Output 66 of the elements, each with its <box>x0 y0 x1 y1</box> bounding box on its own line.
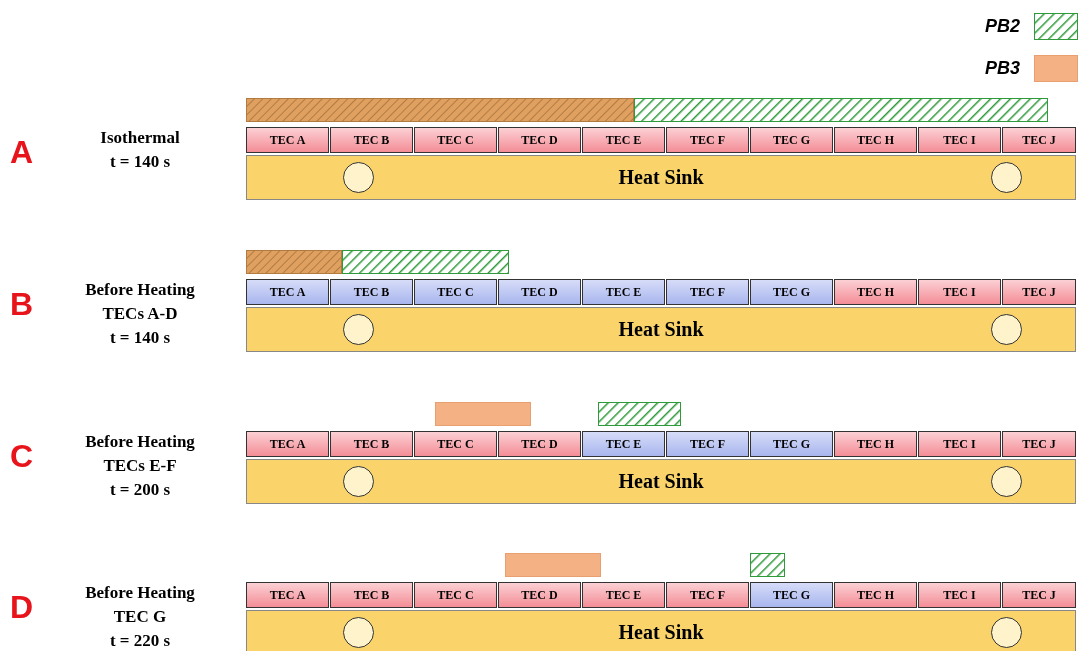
tec-module: TEC I <box>918 127 1001 153</box>
tec-module: TEC F <box>666 431 749 457</box>
tec-module: TEC H <box>834 582 917 608</box>
tec-module: TEC B <box>330 279 413 305</box>
tec-module: TEC D <box>498 582 581 608</box>
tec-module: TEC H <box>834 127 917 153</box>
tec-module: TEC A <box>246 431 329 457</box>
legend-label: PB3 <box>985 58 1020 79</box>
heat-sink <box>246 155 1076 200</box>
panel-letter: B <box>10 286 34 323</box>
tec-module: TEC E <box>582 127 665 153</box>
tec-module: TEC G <box>750 431 833 457</box>
tec-module: TEC E <box>582 279 665 305</box>
panel-letter: C <box>10 438 34 475</box>
panel-letter: D <box>10 589 34 626</box>
panel-description: Before Heating TECs E-F t = 200 s <box>84 431 196 501</box>
tec-module: TEC A <box>246 279 329 305</box>
tec-module: TEC C <box>414 279 497 305</box>
tec-module: TEC H <box>834 279 917 305</box>
heat-block-bar <box>246 98 634 122</box>
tec-module: TEC F <box>666 279 749 305</box>
tec-module: TEC J <box>1002 582 1076 608</box>
tec-module: TEC I <box>918 431 1001 457</box>
tec-module: TEC E <box>582 582 665 608</box>
tec-module: TEC C <box>414 431 497 457</box>
panel-description: Before Heating TEC G t = 220 s <box>84 582 196 651</box>
tec-module: TEC I <box>918 279 1001 305</box>
heat-block-bar <box>435 402 531 426</box>
tec-module: TEC F <box>666 127 749 153</box>
tec-module: TEC J <box>1002 431 1076 457</box>
tec-module: TEC B <box>330 127 413 153</box>
heat-block-bar <box>505 553 601 577</box>
heat-block-bar <box>342 250 509 274</box>
tec-module: TEC I <box>918 582 1001 608</box>
heat-block-bar <box>750 553 785 577</box>
tec-module: TEC E <box>582 431 665 457</box>
heat-block-bar <box>246 250 342 274</box>
heat-sink-label: Heat Sink <box>618 166 704 189</box>
tec-module: TEC G <box>750 582 833 608</box>
panel-letter: A <box>10 134 34 171</box>
heat-sink <box>246 307 1076 352</box>
tec-module: TEC A <box>246 127 329 153</box>
heat-sink-label: Heat Sink <box>618 621 704 644</box>
tec-module: TEC C <box>414 127 497 153</box>
panel-description: Isothermal t = 140 s <box>99 127 181 173</box>
tec-module: TEC G <box>750 127 833 153</box>
tec-module: TEC D <box>498 279 581 305</box>
tec-module: TEC A <box>246 582 329 608</box>
tec-module: TEC H <box>834 431 917 457</box>
tec-module: TEC B <box>330 431 413 457</box>
tec-module: TEC J <box>1002 127 1076 153</box>
heat-block-bar <box>598 402 681 426</box>
heat-sink-label: Heat Sink <box>618 318 704 341</box>
panel-description: Before Heating TECs A-D t = 140 s <box>84 279 196 349</box>
tec-module: TEC C <box>414 582 497 608</box>
heat-block-bar <box>634 98 1048 122</box>
tec-module: TEC D <box>498 127 581 153</box>
tec-module: TEC B <box>330 582 413 608</box>
heat-sink <box>246 459 1076 504</box>
heat-sink-label: Heat Sink <box>618 470 704 493</box>
tec-module: TEC G <box>750 279 833 305</box>
tec-module: TEC J <box>1002 279 1076 305</box>
legend-label: PB2 <box>985 16 1020 37</box>
tec-module: TEC F <box>666 582 749 608</box>
heat-sink <box>246 610 1076 651</box>
tec-module: TEC D <box>498 431 581 457</box>
